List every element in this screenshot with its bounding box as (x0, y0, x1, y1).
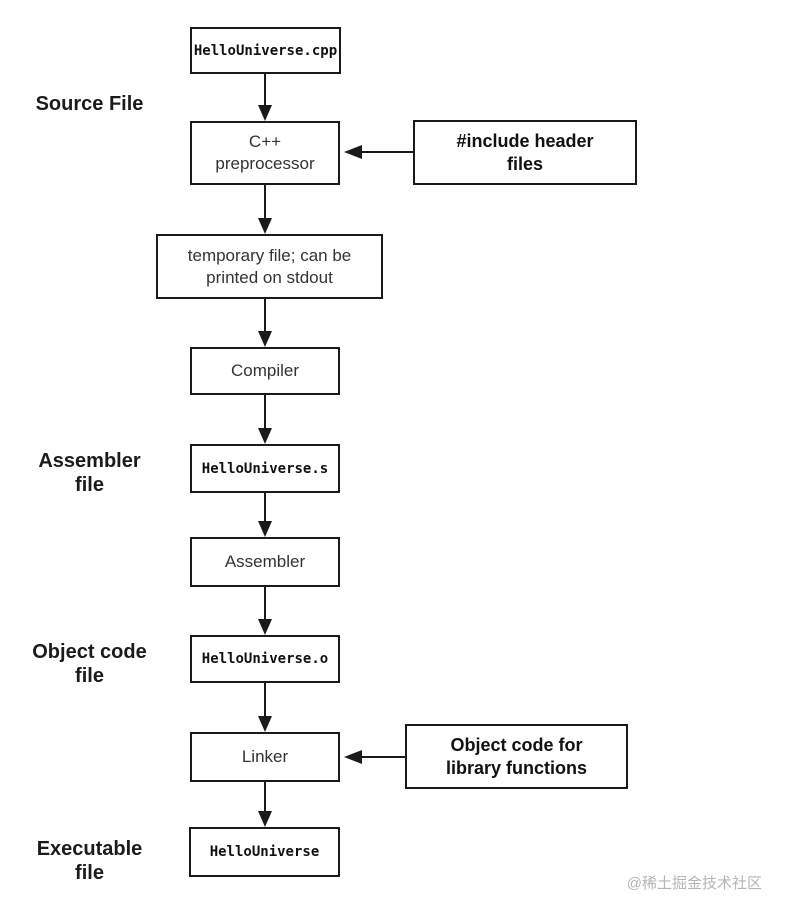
watermark-text: @稀土掘金技术社区 (626, 875, 762, 892)
node-object-file-label: HelloUniverse.o (201, 651, 329, 667)
stage-label-object-code-file: Object code file (32, 641, 147, 687)
node-preprocessor: C++ preprocessor (190, 121, 340, 185)
node-library-objects-label: Object code for library functions (445, 734, 588, 778)
arrow-assembler-to-objectfile (258, 587, 272, 635)
node-include-headers-label: #include header files (456, 130, 594, 174)
node-linker: Linker (190, 732, 340, 782)
stage-label-assembler-file: Assembler file (38, 450, 141, 496)
arrow-objectfile-to-linker (258, 683, 272, 732)
node-compiler-label: Compiler (230, 361, 300, 380)
node-source-file: HelloUniverse.cpp (190, 27, 341, 74)
arrow-assemblerfile-to-assembler (258, 493, 272, 537)
arrow-linker-to-executable (258, 782, 272, 827)
node-assembler: Assembler (190, 537, 340, 587)
arrow-source-to-preprocessor (258, 74, 272, 121)
stage-label-source-file: Source File (35, 93, 144, 115)
node-object-file: HelloUniverse.o (190, 635, 340, 683)
arrow-library-to-linker (344, 750, 405, 764)
node-assembler-file-label: HelloUniverse.s (201, 460, 329, 477)
node-library-objects: Object code for library functions (405, 724, 628, 789)
node-temp-file: temporary file; can be printed on stdout (156, 234, 383, 299)
node-include-headers: #include header files (413, 120, 637, 185)
node-assembler-file: HelloUniverse.s (190, 444, 340, 493)
arrow-tempfile-to-compiler (258, 299, 272, 347)
node-compiler: Compiler (190, 347, 340, 395)
arrow-includes-to-preprocessor (344, 145, 413, 159)
node-executable-file-label: HelloUniverse (209, 844, 320, 860)
node-preprocessor-label: C++ preprocessor (215, 132, 315, 173)
node-source-file-label: HelloUniverse.cpp (193, 42, 338, 59)
node-temp-file-label: temporary file; can be printed on stdout (187, 245, 352, 287)
node-assembler-label: Assembler (224, 552, 306, 571)
stage-label-executable-file: Executable file (36, 838, 143, 884)
arrow-preprocessor-to-tempfile (258, 185, 272, 234)
node-linker-label: Linker (241, 747, 289, 766)
node-executable-file: HelloUniverse (189, 827, 340, 877)
arrow-compiler-to-assemblerfile (258, 395, 272, 444)
